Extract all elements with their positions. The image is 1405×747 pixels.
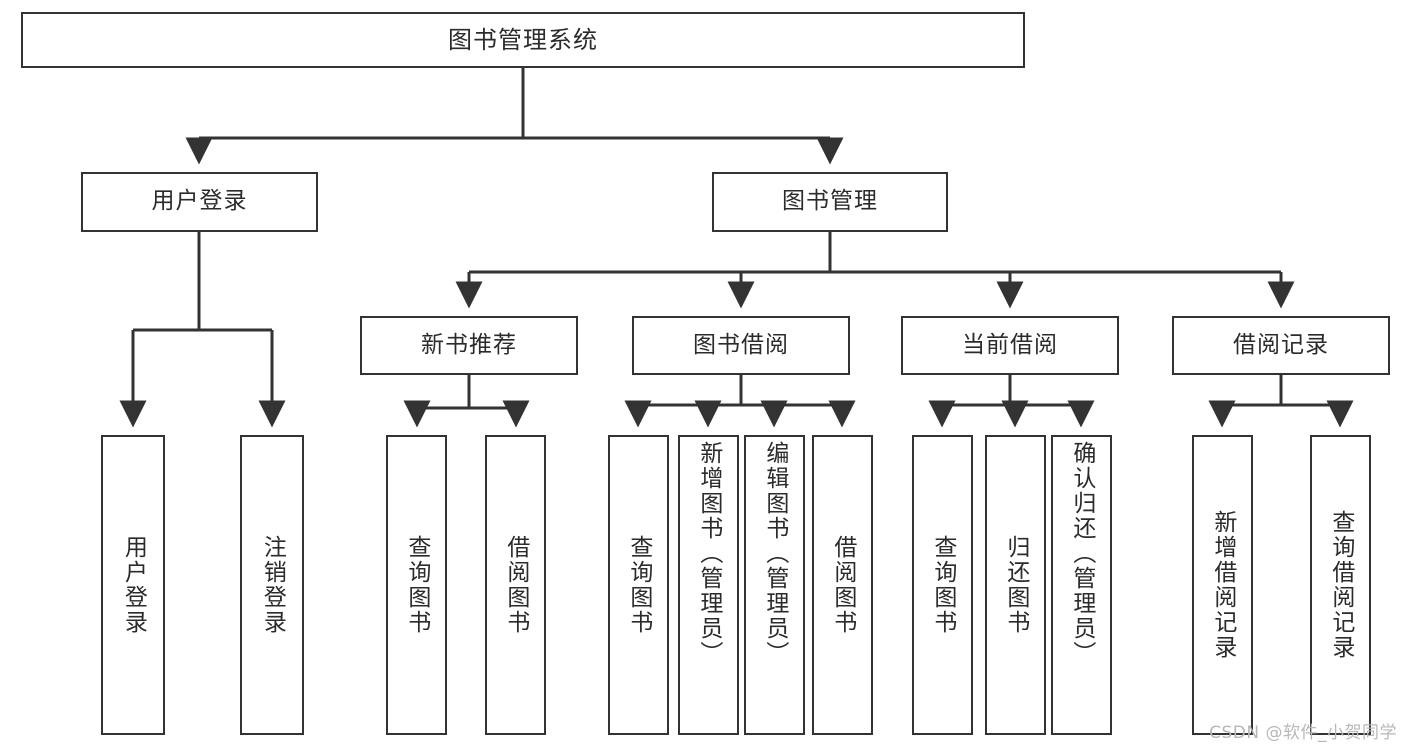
node-current-borrow[interactable]: 当前借阅 xyxy=(901,316,1119,375)
leaf-edit-book[interactable]: 编辑图书（管理员） xyxy=(744,435,805,735)
node-book-borrow[interactable]: 图书借阅 xyxy=(632,316,850,375)
leaf-query-record-label: 查询借阅记录 xyxy=(1327,510,1354,660)
leaf-user-logout-label: 注销登录 xyxy=(259,535,286,635)
node-book-manage-label: 图书管理 xyxy=(782,188,878,215)
leaf-borrow-book-1[interactable]: 借阅图书 xyxy=(485,435,546,735)
node-current-borrow-label: 当前借阅 xyxy=(962,331,1058,358)
node-new-book-rec[interactable]: 新书推荐 xyxy=(360,316,578,375)
leaf-add-record-label: 新增借阅记录 xyxy=(1209,510,1236,660)
leaf-borrow-book-2-label: 借阅图书 xyxy=(829,535,856,635)
leaf-user-login[interactable]: 用户登录 xyxy=(101,435,165,735)
csdn-watermark: CSDN @软件_小贺同学 xyxy=(1209,723,1397,743)
leaf-query-record[interactable]: 查询借阅记录 xyxy=(1310,435,1371,735)
leaf-borrow-book-2[interactable]: 借阅图书 xyxy=(812,435,873,735)
leaf-confirm-return[interactable]: 确认归还（管理员） xyxy=(1051,435,1112,735)
node-book-borrow-label: 图书借阅 xyxy=(693,331,789,358)
leaf-query-book-1[interactable]: 查询图书 xyxy=(386,435,447,735)
leaf-user-logout[interactable]: 注销登录 xyxy=(240,435,304,735)
leaf-edit-book-label: 编辑图书（管理员） xyxy=(761,441,788,666)
leaf-add-book[interactable]: 新增图书（管理员） xyxy=(678,435,739,735)
leaf-query-book-2[interactable]: 查询图书 xyxy=(608,435,669,735)
leaf-add-record[interactable]: 新增借阅记录 xyxy=(1192,435,1253,735)
leaf-return-book-label: 归还图书 xyxy=(1002,535,1029,635)
leaf-query-book-1-label: 查询图书 xyxy=(403,535,430,635)
leaf-query-book-2-label: 查询图书 xyxy=(625,535,652,635)
node-borrow-record-label: 借阅记录 xyxy=(1233,331,1329,358)
leaf-query-book-3-label: 查询图书 xyxy=(929,535,956,635)
node-borrow-record[interactable]: 借阅记录 xyxy=(1172,316,1390,375)
leaf-user-login-label: 用户登录 xyxy=(120,535,147,635)
leaf-borrow-book-1-label: 借阅图书 xyxy=(502,535,529,635)
node-root-label: 图书管理系统 xyxy=(448,25,598,54)
node-user-login[interactable]: 用户登录 xyxy=(81,172,318,232)
node-book-manage[interactable]: 图书管理 xyxy=(712,172,948,232)
leaf-add-book-label: 新增图书（管理员） xyxy=(695,441,722,666)
leaf-return-book[interactable]: 归还图书 xyxy=(985,435,1046,735)
node-user-login-label: 用户登录 xyxy=(151,188,248,215)
leaf-query-book-3[interactable]: 查询图书 xyxy=(912,435,973,735)
node-new-book-rec-label: 新书推荐 xyxy=(421,331,517,358)
leaf-confirm-return-label: 确认归还（管理员） xyxy=(1068,441,1095,666)
node-root[interactable]: 图书管理系统 xyxy=(21,12,1025,68)
